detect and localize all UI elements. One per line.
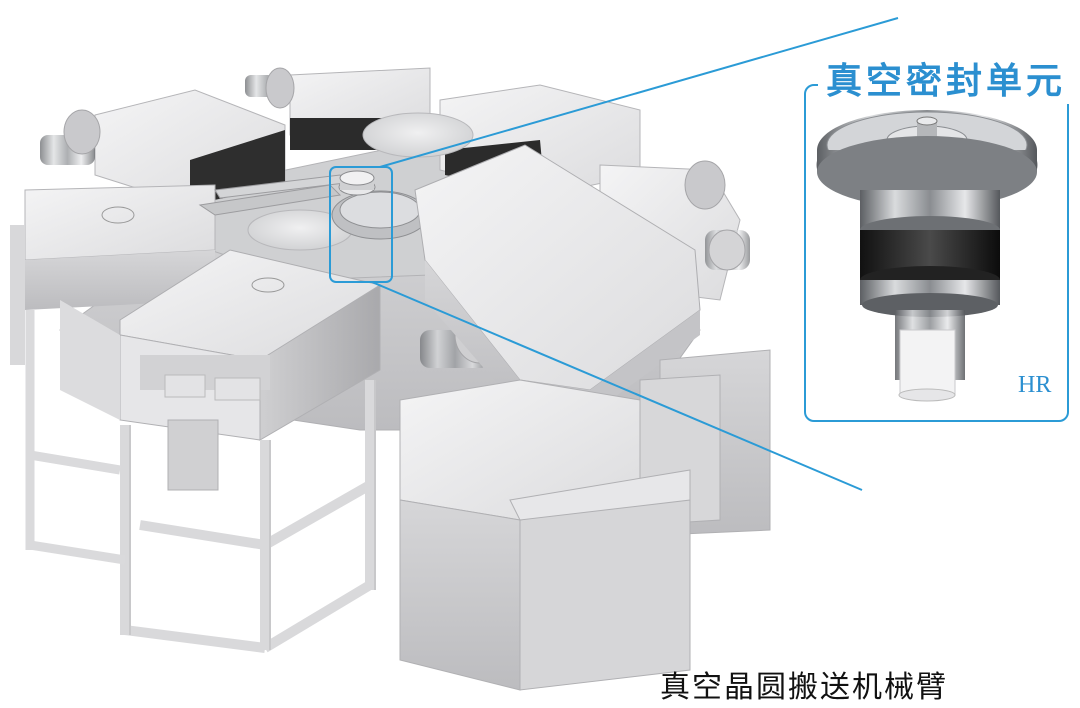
- bottom-caption: 真空晶圆搬送机械臂: [660, 670, 948, 705]
- callout-lines: [371, 17, 899, 491]
- brand-mark: HR: [1018, 372, 1052, 398]
- vacuum-seal-unit-image: [816, 110, 1038, 402]
- highlight-box: [329, 166, 393, 283]
- inset-title: 真空密封单元: [818, 58, 1075, 104]
- wafer-handling-robot-image: [10, 67, 771, 691]
